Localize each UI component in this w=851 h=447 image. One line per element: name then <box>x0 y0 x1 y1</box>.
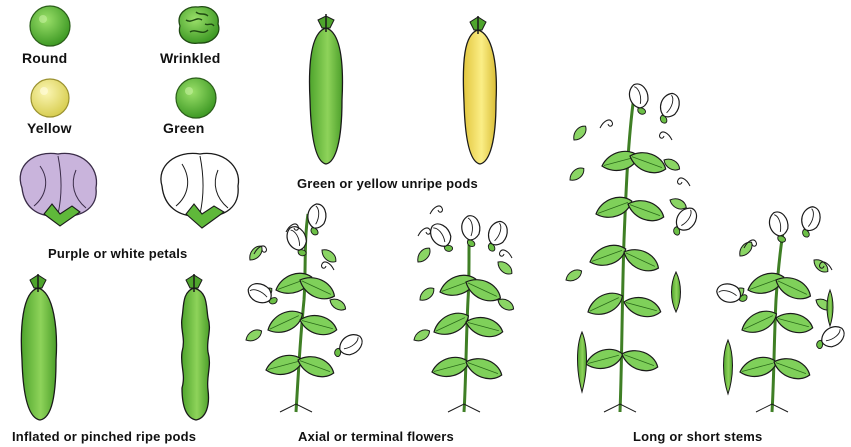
pinched-ripe-pod-icon <box>182 274 210 420</box>
green-unripe-pod-icon <box>310 14 343 164</box>
petal-color-label: Purple or white petals <box>48 246 188 261</box>
terminal-flower-plant-icon <box>412 206 516 412</box>
yellow-seed-label: Yellow <box>27 120 72 136</box>
round-seed-icon <box>30 6 70 46</box>
wrinkled-seed-icon <box>179 7 219 44</box>
white-flower-icon <box>161 153 239 228</box>
unripe-pod-color-label: Green or yellow unripe pods <box>297 176 478 191</box>
inflated-ripe-pod-icon <box>21 274 56 420</box>
yellow-seed-icon <box>31 79 69 117</box>
green-seed-icon <box>176 78 216 118</box>
wrinkled-seed-label: Wrinkled <box>160 50 220 66</box>
long-stem-plant-icon <box>564 82 701 412</box>
axial-flower-plant-icon <box>244 203 366 412</box>
flower-position-label: Axial or terminal flowers <box>298 429 454 444</box>
green-seed-label: Green <box>163 120 204 136</box>
stem-length-label: Long or short stems <box>633 429 762 444</box>
short-stem-plant-icon <box>714 204 848 412</box>
yellow-unripe-pod-icon <box>463 16 496 164</box>
purple-flower-icon <box>20 153 96 226</box>
round-seed-label: Round <box>22 50 67 66</box>
ripe-pod-shape-label: Inflated or pinched ripe pods <box>12 429 196 444</box>
